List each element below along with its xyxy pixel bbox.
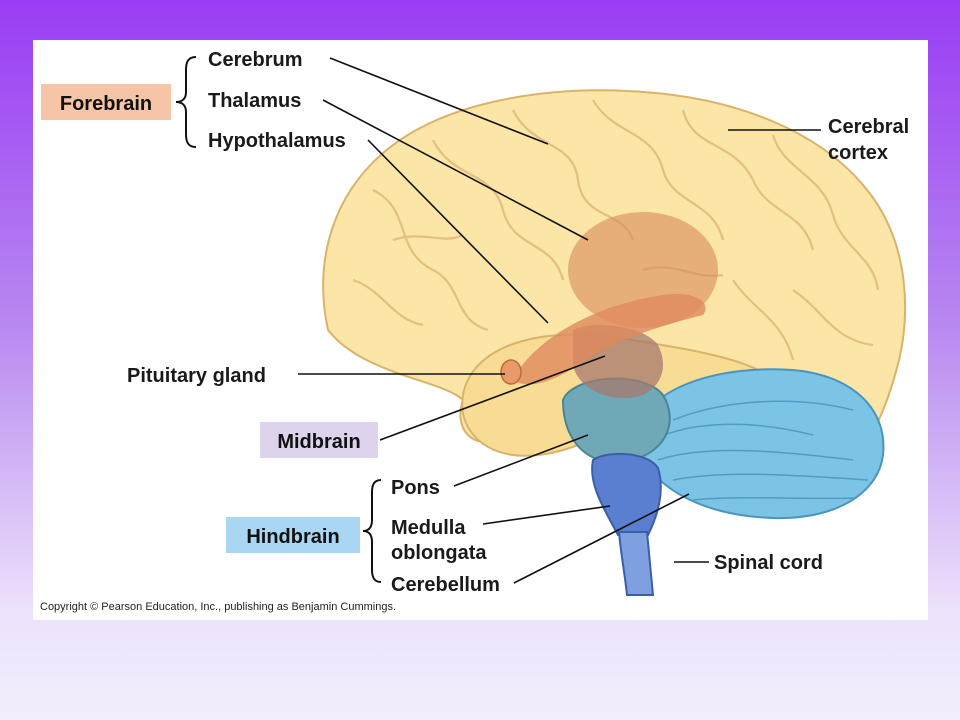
- cerebrum-folds: [352, 99, 880, 361]
- cerebrum-leader: [329, 57, 549, 145]
- spinal-cord-shape: [617, 531, 655, 596]
- forebrain-label: Forebrain: [60, 93, 152, 115]
- medulla-shape: [591, 452, 662, 536]
- cerebral-cortex-label-line2: cortex: [828, 142, 888, 164]
- hindbrain-brace: [362, 479, 382, 583]
- cerebrum-label: Cerebrum: [208, 49, 302, 71]
- cerebellum-label: Cerebellum: [391, 574, 500, 596]
- hindbrain-badge: [226, 517, 360, 553]
- hypothalamus-label: Hypothalamus: [208, 130, 346, 152]
- spinal-cord-label: Spinal cord: [714, 552, 823, 574]
- brain-diagram: Forebrain Midbrain Hindbrain Cerebrum Th…: [40, 49, 909, 613]
- cerebellum-leader: [513, 493, 690, 584]
- hypothalamus-shape: [513, 293, 706, 385]
- midbrain-badge: [260, 422, 378, 458]
- cerebral-cortex-label-line1: Cerebral: [828, 116, 909, 138]
- pons-leader: [453, 434, 589, 487]
- pons-label: Pons: [391, 477, 440, 499]
- medulla-label-line1: Medulla: [391, 517, 466, 539]
- thalamus-leader: [322, 99, 589, 241]
- copyright-text: Copyright © Pearson Education, Inc., pub…: [40, 601, 396, 613]
- medulla-leader: [482, 505, 611, 525]
- medulla-label-line2: oblongata: [391, 542, 487, 564]
- forebrain-badge: [41, 84, 171, 120]
- cerebellum-shape: [631, 368, 885, 520]
- thalamus-label: Thalamus: [208, 90, 301, 112]
- cerebellum-folds: [652, 400, 869, 501]
- hindbrain-label: Hindbrain: [246, 526, 339, 548]
- hypothalamus-leader: [367, 139, 549, 324]
- brain-illustration: [322, 89, 907, 596]
- pituitary-gland-label: Pituitary gland: [127, 365, 266, 387]
- forebrain-brace: [175, 56, 197, 148]
- midbrain-label: Midbrain: [277, 431, 360, 453]
- pituitary-shape: [500, 359, 522, 385]
- midbrain-leader: [379, 355, 606, 441]
- diagram-panel: Forebrain Midbrain Hindbrain Cerebrum Th…: [33, 40, 928, 620]
